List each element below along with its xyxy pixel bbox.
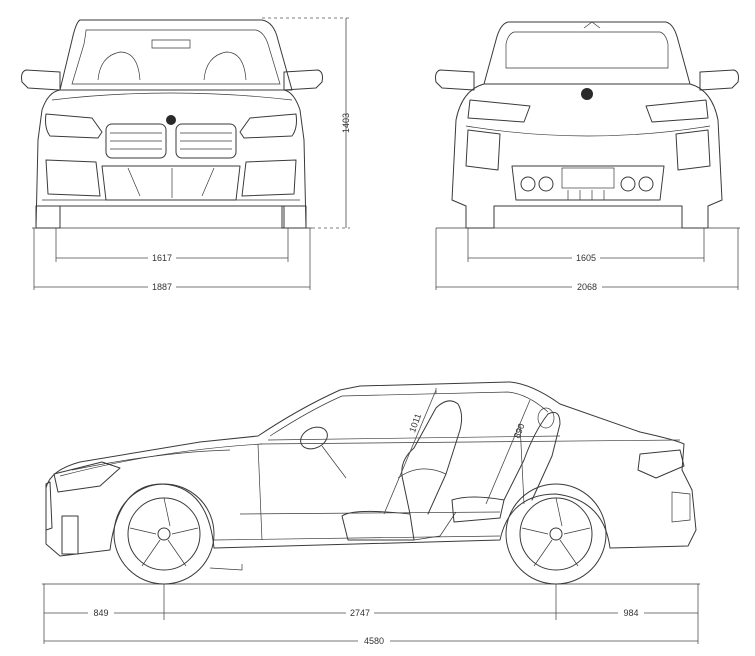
front-view-drawing — [21, 17, 350, 290]
rear-track-label: 1605 — [576, 253, 596, 263]
front-overhang-label: 849 — [93, 608, 108, 618]
rear-view-drawing — [435, 21, 740, 290]
front-height-label: 1403 — [341, 113, 351, 133]
headroom-front-line — [383, 389, 437, 515]
wheelbase-label: 2747 — [350, 608, 370, 618]
rear-logo-badge — [581, 88, 593, 100]
overall-length-label: 4580 — [364, 636, 384, 646]
rear-overhang-label: 984 — [623, 608, 638, 618]
front-logo-badge — [166, 115, 176, 125]
rear-wheel — [505, 483, 607, 585]
headroom-front-label: 1011 — [407, 412, 423, 434]
side-view-drawing — [42, 381, 700, 644]
headroom-rear-line — [485, 399, 531, 505]
front-track-label: 1617 — [152, 253, 172, 263]
front-wheel — [113, 483, 215, 585]
front-width-label: 1887 — [152, 282, 172, 292]
headroom-rear-label: 890 — [512, 422, 527, 440]
rear-width-label: 2068 — [577, 282, 597, 292]
